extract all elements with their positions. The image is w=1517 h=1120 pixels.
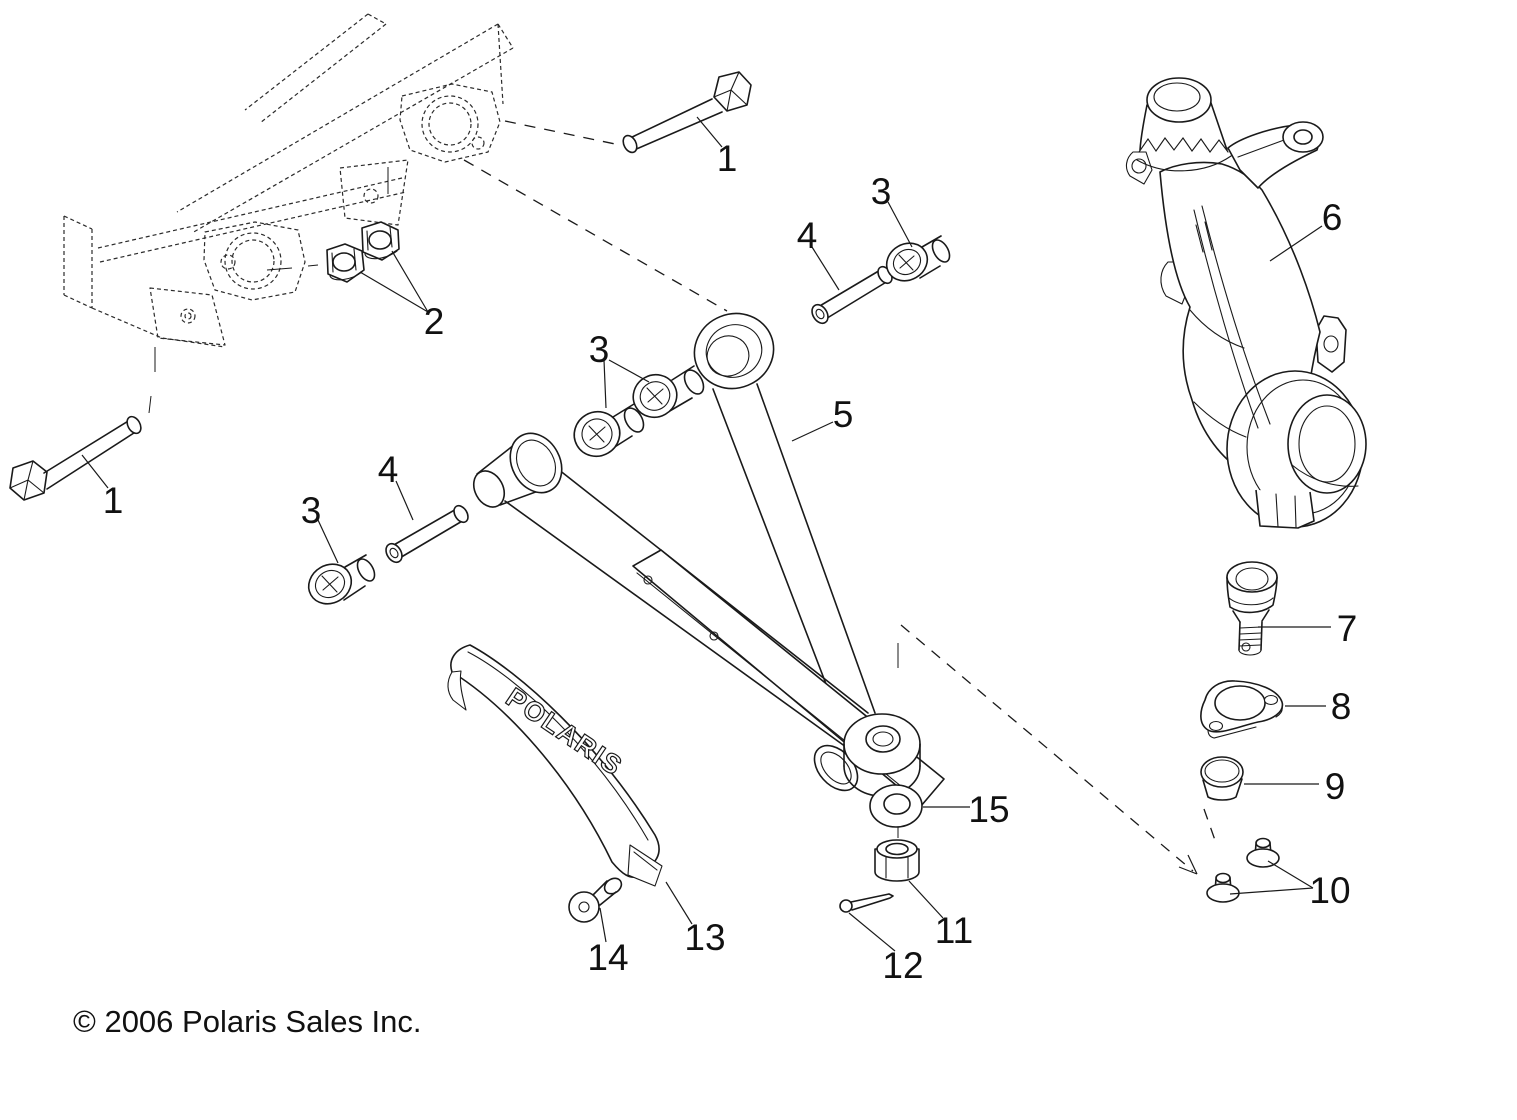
assembly-axis-line-top bbox=[504, 120, 621, 146]
callout-1-top: 1 bbox=[717, 138, 738, 179]
steering-knuckle-6 bbox=[1125, 77, 1367, 529]
bolt-1-left bbox=[9, 415, 142, 501]
leader-10 bbox=[1229, 860, 1314, 895]
callout-numbers: 1 1 2 3 3 3 4 4 5 6 7 8 9 10 11 12 13 14… bbox=[103, 138, 1358, 986]
callout-3-upper: 3 bbox=[871, 171, 892, 212]
frame-dashed-outline bbox=[63, 13, 514, 414]
knuckle-foot bbox=[1255, 489, 1315, 529]
dust-cap-9 bbox=[1200, 756, 1244, 801]
cotter-pin-12 bbox=[839, 893, 894, 913]
leader-13 bbox=[665, 881, 693, 925]
a-arm-front-sleeve bbox=[472, 432, 563, 508]
leader-14 bbox=[599, 907, 607, 943]
callout-9: 9 bbox=[1325, 766, 1346, 807]
copyright-text: © 2006 Polaris Sales Inc. bbox=[73, 1004, 422, 1039]
screw-10-b bbox=[1206, 872, 1240, 903]
assembly-axis-line-balljoint bbox=[900, 624, 1198, 875]
bushing-3-lower bbox=[307, 554, 376, 605]
hub-bore-outer bbox=[1287, 394, 1367, 494]
ball-joint-7 bbox=[1226, 561, 1278, 656]
frame-bracket-lower bbox=[148, 221, 306, 414]
frame-bracket-upper bbox=[339, 83, 501, 226]
nut-11 bbox=[874, 839, 920, 882]
washer-15 bbox=[869, 784, 923, 828]
callout-6: 6 bbox=[1322, 197, 1343, 238]
leader-3a bbox=[887, 201, 913, 248]
bushing-3-middle-b bbox=[573, 403, 645, 458]
assembly-axis-line-cap bbox=[1203, 808, 1217, 844]
knuckle-rib-lines bbox=[1189, 205, 1271, 438]
bushing-3-middle-a bbox=[632, 365, 705, 419]
callout-1-left: 1 bbox=[103, 480, 124, 521]
bushing-3-upper bbox=[885, 235, 951, 282]
a-arm-balljoint-boss bbox=[813, 713, 921, 797]
callout-14: 14 bbox=[587, 937, 628, 978]
leader-6 bbox=[1269, 225, 1323, 262]
flange-nut-2-right bbox=[361, 221, 400, 261]
callout-13: 13 bbox=[684, 917, 725, 958]
callout-4-upper: 4 bbox=[797, 215, 818, 256]
screw-10-a bbox=[1246, 837, 1280, 868]
callout-3-middle: 3 bbox=[589, 329, 610, 370]
gasket-plate-8 bbox=[1200, 680, 1284, 739]
callout-8: 8 bbox=[1331, 686, 1352, 727]
leader-11 bbox=[908, 880, 944, 919]
leader-1a bbox=[696, 116, 723, 148]
leader-1b bbox=[81, 454, 109, 489]
hub-bore-inner bbox=[1298, 405, 1356, 483]
a-arm-guard-13: POLARIS bbox=[447, 644, 663, 887]
leader-12 bbox=[848, 912, 896, 952]
callout-11: 11 bbox=[935, 910, 973, 951]
knuckle-steering-arm bbox=[1227, 121, 1324, 189]
leader-3c bbox=[317, 519, 339, 564]
spacer-tube-4-upper bbox=[811, 265, 893, 325]
knuckle-spindle bbox=[1136, 77, 1232, 172]
callout-4-lower: 4 bbox=[378, 449, 399, 490]
callout-3-lower: 3 bbox=[301, 490, 322, 531]
knuckle-hub bbox=[1226, 370, 1367, 528]
leader-4a bbox=[811, 246, 840, 291]
flange-nut-2-left bbox=[326, 243, 365, 283]
bolt-14 bbox=[568, 877, 623, 923]
spacer-tube-4-lower bbox=[385, 504, 469, 564]
bolt-1-top bbox=[622, 71, 752, 154]
leader-2 bbox=[359, 250, 429, 313]
callout-5: 5 bbox=[833, 394, 854, 435]
callout-2: 2 bbox=[424, 301, 445, 342]
callout-7: 7 bbox=[1337, 608, 1358, 649]
callout-leader-lines bbox=[81, 116, 1331, 952]
callout-15: 15 bbox=[968, 789, 1009, 830]
callout-10: 10 bbox=[1309, 870, 1350, 911]
a-arm-5 bbox=[472, 312, 945, 807]
leader-3b bbox=[603, 359, 650, 409]
leader-4b bbox=[395, 480, 414, 521]
leader-5 bbox=[791, 421, 834, 442]
assembly-axis-line-middle bbox=[463, 159, 728, 312]
callout-12: 12 bbox=[882, 945, 923, 986]
knuckle-caliper-tab bbox=[1315, 315, 1347, 373]
